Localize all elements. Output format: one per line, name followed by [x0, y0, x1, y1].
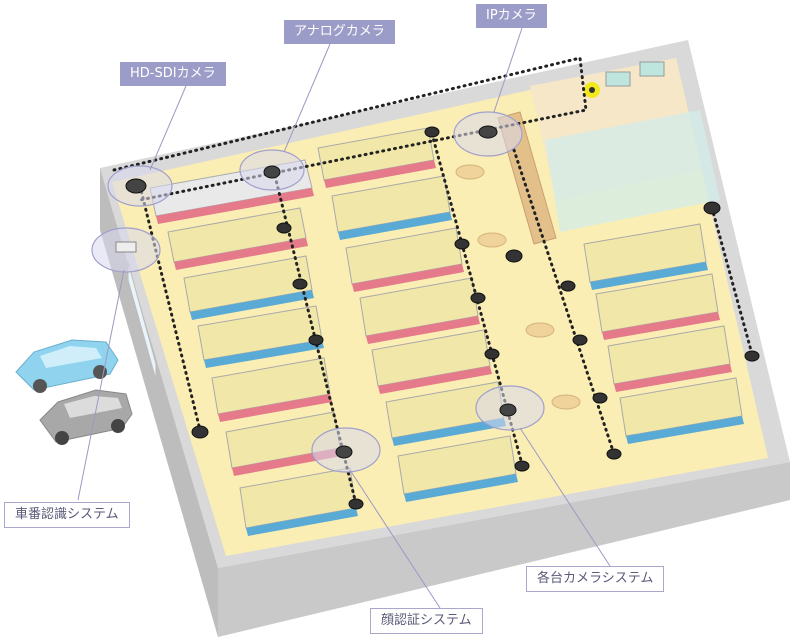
machine-row: [167, 207, 308, 270]
network-line: [138, 184, 202, 432]
office-glass-wall: [545, 110, 720, 232]
camera-icon: [703, 201, 721, 215]
camera-icon: [292, 278, 308, 290]
machine-row: [359, 277, 480, 344]
network-line: [710, 206, 754, 356]
car-gray: [39, 389, 133, 445]
face-recognition-label: 顔認証システム: [370, 608, 483, 634]
machine-row: [397, 435, 518, 502]
window-left: [127, 261, 157, 381]
leader-line: [349, 469, 441, 609]
camera-icon: [744, 350, 760, 362]
office-screen-1: [605, 71, 631, 87]
table: [551, 394, 581, 410]
machine-row: [583, 223, 708, 290]
camera-icon: [335, 445, 353, 459]
camera-icon: [560, 280, 576, 292]
camera-icon: [191, 425, 209, 439]
machine-row: [345, 227, 464, 292]
camera-icon: [484, 348, 500, 360]
leader-line: [77, 269, 125, 501]
machine-row: [619, 377, 744, 444]
lounge-tables: [455, 164, 581, 410]
machine-row: [183, 255, 314, 320]
camera-icon: [308, 334, 324, 346]
cameras: [191, 126, 760, 510]
table: [477, 232, 507, 248]
network-line: [512, 148, 616, 456]
camera-icon: [478, 125, 498, 139]
hd-sdi-camera-label: HD-SDIカメラ: [120, 62, 226, 86]
office-screen-2: [639, 61, 665, 77]
car-blue: [15, 339, 119, 393]
camera-icon: [470, 292, 486, 304]
outer-wall-front: [218, 462, 790, 637]
plate-camera-icon: [115, 241, 137, 253]
camera-icon: [572, 334, 588, 346]
camera-icon: [514, 460, 530, 472]
leader-line: [283, 43, 331, 153]
leader-line: [493, 27, 523, 113]
camera-icon: [125, 178, 147, 194]
leader-lines: [77, 27, 611, 609]
camera-icon: [454, 238, 470, 250]
camera-icon: [348, 498, 364, 510]
camera-icon: [505, 249, 523, 263]
machine-row: [331, 175, 452, 240]
camera-icon: [424, 126, 440, 138]
multi-camera-system-label: 各台カメラシステム: [526, 566, 665, 592]
machine-row: [607, 325, 732, 392]
leader-line: [149, 85, 187, 171]
machine-rows-left: [149, 159, 358, 536]
table: [455, 164, 485, 180]
machine-rows-right: [583, 223, 744, 444]
camera-icon: [263, 165, 281, 179]
network-line: [112, 56, 588, 202]
plate-recognition-label: 車番認識システム: [4, 502, 130, 528]
machine-row: [211, 357, 332, 422]
camera-icon: [592, 392, 608, 404]
machine-row: [595, 273, 720, 340]
analog-camera-label: アナログカメラ: [284, 20, 395, 44]
camera-icon: [499, 403, 517, 417]
ip-camera-label: IPカメラ: [476, 4, 547, 28]
camera-icon: [606, 448, 622, 460]
highlighted-cameras: [115, 125, 517, 459]
leader-line: [519, 427, 611, 567]
office-lamp-center: [589, 87, 595, 93]
camera-icon: [276, 222, 292, 234]
machine-row: [317, 127, 436, 188]
table: [525, 322, 555, 338]
machine-row: [371, 329, 492, 394]
